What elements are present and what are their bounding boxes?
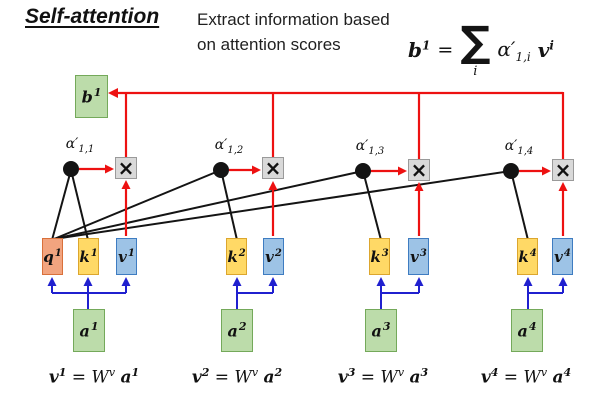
subtitle-line-2: on attention scores [197, 35, 341, 54]
vector-box-k2: k2 [226, 238, 247, 275]
vector-box-v3: v3 [408, 238, 429, 275]
alpha-label-1-3: α′1,3 [355, 138, 385, 157]
vector-box-k3: k3 [369, 238, 390, 275]
value-formula-2: v2 = Wv a2 [191, 366, 283, 388]
score-dot-3 [355, 163, 371, 179]
vector-box-q1: q1 [42, 238, 63, 275]
black-score-lines [51, 169, 529, 241]
value-formula-4: v4 = Wv a4 [480, 366, 572, 388]
formula-equals: = [437, 39, 454, 62]
sum-index: i [473, 63, 478, 79]
vector-box-b1: b1 [75, 75, 108, 118]
page-title: Self-attention [25, 5, 160, 28]
formula-sum: ∑ i [460, 17, 491, 79]
input-box-a3: a3 [365, 309, 397, 352]
input-box-a2: a2 [221, 309, 253, 352]
score-dots [63, 161, 519, 179]
alpha-label-1-1: α′1,1 [65, 136, 95, 155]
score-dot-1 [63, 161, 79, 177]
alpha-label-1-4: α′1,4 [504, 138, 534, 157]
subtitle-line-1: Extract information based [197, 10, 390, 29]
vector-box-v2: v2 [263, 238, 284, 275]
input-box-a1: a1 [73, 309, 105, 352]
subtitle-text: Extract information based on attention s… [197, 7, 390, 57]
multiply-node-1: × [115, 157, 137, 179]
value-formula-3: v3 = Wv a3 [337, 366, 429, 388]
formula-alpha-term: α′1,i [497, 36, 531, 64]
sigma-symbol: ∑ [460, 17, 491, 66]
multiply-node-4: × [552, 159, 574, 181]
alpha-label-1-2: α′1,2 [214, 137, 244, 156]
attention-sum-formula: b1 = ∑ i α′1,i vi [408, 17, 554, 79]
blue-input-lines [47, 277, 568, 311]
multiply-node-2: × [262, 157, 284, 179]
formula-v-term: vi [537, 38, 554, 63]
score-dot-4 [503, 163, 519, 179]
vector-box-v1: v1 [116, 238, 137, 275]
red-output-lines [79, 88, 568, 236]
value-formula-1: v1 = Wv a1 [48, 366, 140, 388]
input-box-a4: a4 [511, 309, 543, 352]
vector-box-k1: k1 [78, 238, 99, 275]
multiply-node-3: × [408, 159, 430, 181]
vector-box-v4: v4 [552, 238, 573, 275]
formula-lhs: b1 [408, 38, 431, 63]
score-dot-2 [213, 162, 229, 178]
vector-box-k4: k4 [517, 238, 538, 275]
